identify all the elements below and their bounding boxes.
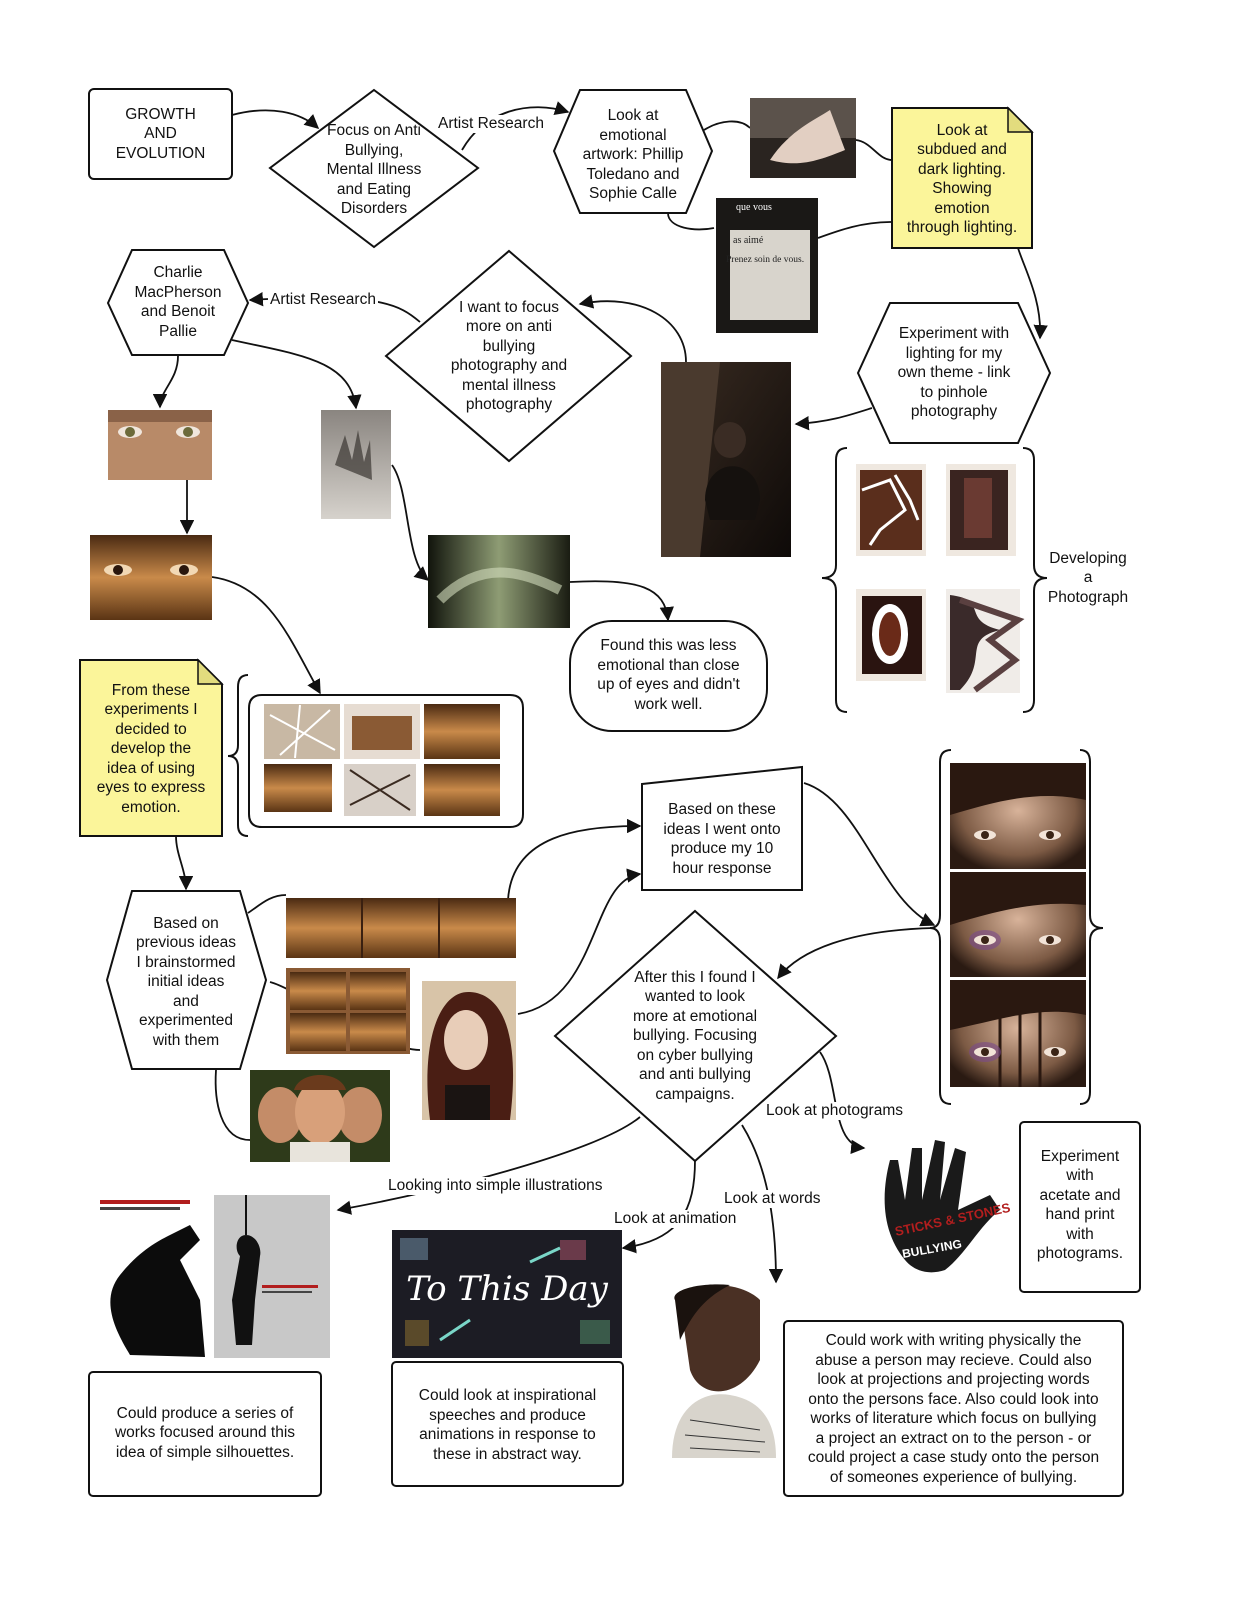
writing-face-photo bbox=[661, 1283, 776, 1458]
writing-text: Could work with writing physically the a… bbox=[807, 1332, 1100, 1486]
based-ideas-text: Based on these ideas I went onto produce… bbox=[663, 801, 781, 877]
look-emotional-hexagon bbox=[552, 89, 714, 214]
experiment-lighting-hexagon bbox=[856, 302, 1052, 444]
after-this-text: After this I found I wanted to look more… bbox=[632, 968, 758, 1103]
note-lighting-box bbox=[891, 107, 1033, 249]
shadow-hands-photo bbox=[321, 410, 391, 519]
focus-text: Focus on Anti Bullying, Mental Illness a… bbox=[326, 122, 422, 218]
charlie-hexagon bbox=[106, 249, 250, 356]
triple-face-photo bbox=[250, 1070, 390, 1162]
eyes-strip-photo bbox=[286, 898, 516, 958]
growth-box bbox=[88, 88, 233, 180]
eyes-collage-photo bbox=[286, 968, 410, 1054]
node-shapes bbox=[79, 88, 1141, 1497]
developing-text: Developing a Photograph bbox=[1047, 549, 1129, 606]
writing-box bbox=[783, 1320, 1124, 1497]
silhouette-posters bbox=[90, 1195, 330, 1358]
acetate-box bbox=[1019, 1121, 1141, 1293]
bruised-eyes-photos bbox=[950, 763, 1086, 1087]
freckled-eyes-photo bbox=[108, 410, 212, 480]
edge-label-words: Look at words bbox=[722, 1190, 823, 1208]
hand-print-image: STICKS & STONES BULLYING bbox=[884, 1140, 1012, 1273]
note-lighting-text: Look at subdued and dark lighting. Showi… bbox=[906, 121, 1018, 237]
developing-photos bbox=[856, 464, 1025, 693]
svg-text:as aimé: as aimé bbox=[733, 235, 764, 246]
edge-label-photograms: Look at photograms bbox=[764, 1102, 906, 1120]
experiment-lighting-text: Experiment with lighting for my own them… bbox=[897, 325, 1011, 421]
charlie-text: Charlie MacPherson and Benoit Pallie bbox=[134, 264, 222, 340]
silhouettes-box bbox=[88, 1371, 322, 1497]
focus-diamond bbox=[268, 88, 480, 249]
speeches-text: Could look at inspirational speeches and… bbox=[418, 1387, 597, 1463]
photographs: que vous as aimé Prenez soin de vous. bbox=[90, 98, 1086, 1458]
svg-text:To This Day: To This Day bbox=[406, 1269, 609, 1309]
brainstorm-hexagon bbox=[105, 890, 268, 1070]
svg-text:que vous: que vous bbox=[736, 202, 772, 213]
based-ideas-box bbox=[641, 765, 803, 891]
want-focus-diamond bbox=[384, 249, 633, 463]
note-eyes-text: From these experiments I decided to deve… bbox=[96, 681, 206, 816]
to-this-day-image: To This Day bbox=[392, 1230, 622, 1358]
eyes-lit-photo bbox=[90, 535, 212, 620]
growth-text: GROWTH AND EVOLUTION bbox=[115, 105, 206, 162]
hands-photo bbox=[750, 98, 856, 178]
acetate-text: Experiment with acetate and hand print w… bbox=[1036, 1147, 1124, 1263]
blurred-light-photo bbox=[428, 535, 570, 628]
edge-label-animation: Look at animation bbox=[612, 1210, 739, 1228]
edge-label-artist-research-1: Artist Research bbox=[436, 115, 546, 133]
look-emotional-text: Look at emotional artwork: Phillip Toled… bbox=[582, 107, 684, 203]
connectors bbox=[152, 101, 1048, 1284]
eye-experiments-grid bbox=[264, 704, 500, 816]
girl-corner-photo bbox=[661, 362, 791, 557]
silhouettes-text: Could produce a series of works focused … bbox=[114, 1404, 296, 1461]
found-less-text: Found this was less emotional than close… bbox=[597, 637, 740, 713]
edge-label-illustrations: Looking into simple illustrations bbox=[386, 1177, 605, 1195]
calle-text-photo: que vous as aimé Prenez soin de vous. bbox=[716, 198, 818, 333]
brainstorm-text: Based on previous ideas I brainstormed i… bbox=[136, 914, 236, 1049]
svg-text:Prenez soin de vous.: Prenez soin de vous. bbox=[726, 255, 804, 265]
speeches-box bbox=[391, 1361, 624, 1487]
want-focus-text: I want to focus more on anti bullying ph… bbox=[450, 298, 568, 414]
edge-label-artist-research-2: Artist Research bbox=[268, 291, 378, 309]
note-eyes-box bbox=[79, 659, 223, 837]
portrait-red-hair-photo bbox=[422, 981, 516, 1120]
